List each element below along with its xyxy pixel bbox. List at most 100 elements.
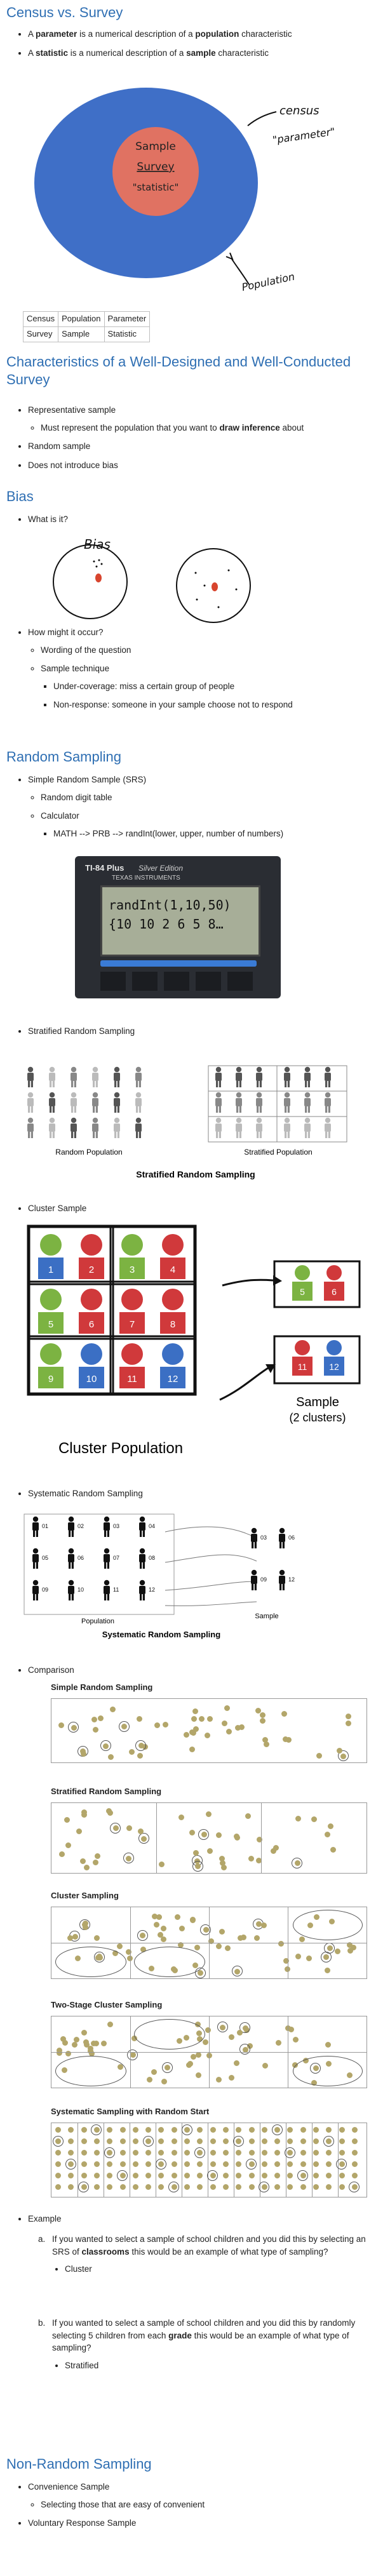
population-unit [192,1708,199,1715]
population-unit [174,1914,180,1920]
population-unit [253,1935,260,1941]
population-unit [158,2127,165,2133]
selected-unit-ring [239,2044,251,2055]
person-icon [325,1066,331,1087]
selected-unit-ring [161,2062,173,2073]
population-unit [339,2184,345,2190]
population-unit [190,2053,196,2060]
population-unit [261,2150,267,2156]
selected-unit-ring [200,1924,212,1935]
population-unit [184,2161,190,2167]
population-unit [248,2184,255,2190]
population-unit [76,1828,82,1834]
person-icon [304,1117,311,1138]
population-unit [107,2138,113,2144]
population-unit [299,1936,306,1942]
cluster-member-number: 6 [89,1319,94,1330]
population-unit [94,1853,100,1860]
population-unit [57,2048,62,2054]
population-unit [161,1926,167,1932]
population-unit [274,2173,281,2178]
selected-unit-ring [232,2135,244,2147]
sample-member-body [324,1282,344,1301]
parameter-definition: A parameter is a numerical description o… [28,28,390,41]
calculator-image: TI-84 Plus Silver Edition TEXAS INSTRUME… [75,856,281,998]
population-unit [248,2150,255,2156]
selected-unit-ring [91,2124,102,2135]
population-unit [107,2184,113,2190]
section-title-random-sampling: Random Sampling [6,749,121,765]
selected-unit-ring [104,2147,115,2158]
population-unit [68,2150,74,2156]
list-item: Must represent the population that you w… [41,422,390,434]
person-icon [71,1117,77,1138]
selected-unit-ring [168,2181,180,2192]
bias-list-bottom: How might it occur? Wording of the quest… [15,626,390,718]
person-icon [71,1066,77,1087]
cluster-member-number: 7 [130,1319,135,1330]
list-item: Cluster Sample [28,1202,390,1215]
population-unit [145,2127,152,2133]
population-unit [197,2161,203,2167]
list-item: Comparison [28,1664,390,1677]
table-cell: Population [58,311,105,327]
population-unit [206,1811,212,1817]
population-unit [216,1832,222,1838]
cluster-panel [51,1907,367,1979]
population-unit [126,1955,133,1962]
person-icon [114,1092,120,1113]
population-unit [171,2138,177,2144]
population-unit [339,2173,345,2178]
population-unit [83,1865,90,1871]
list-item: Calculator MATH --> PRB --> randInt(lowe… [41,810,390,840]
population-unit [206,1848,213,1855]
selected-unit-ring [198,1828,210,1840]
population-unit [351,1945,357,1951]
population-unit [283,1957,290,1964]
sample-member-head [326,1340,342,1355]
example-b-answer: Stratified [65,2359,375,2372]
list-item: Voluntary Response Sample [28,2517,390,2530]
example-list: Example [15,2213,390,2232]
selected-unit-ring [337,1750,349,1762]
population-unit [158,2184,165,2190]
cluster-member-head [162,1289,184,1310]
table-row: Census Population Parameter [22,311,151,327]
list-item: MATH --> PRB --> randInt(lower, upper, n… [53,828,390,840]
person-icon [284,1117,290,1138]
population-unit [222,2161,229,2167]
person-icon [135,1066,142,1087]
cluster-member-head [121,1343,143,1365]
population-unit [337,1747,343,1754]
calculator-edition: Silver Edition [138,864,184,873]
population-unit [229,2075,235,2081]
cluster-member-head [40,1343,62,1365]
population-unit [326,2150,332,2156]
population-unit [65,2050,71,2056]
population-unit [287,2127,293,2133]
calculator-function-keys [100,960,257,967]
population-unit [345,1714,351,1720]
population-person-icon [139,1548,145,1569]
population-unit [313,2138,319,2144]
stratum-divider [130,1907,131,1978]
population-unit [295,1954,302,1960]
population-person-icon [68,1580,74,1600]
person-icon [49,1092,55,1113]
parameter-note: "parameter" [272,125,336,146]
stratum-divider [209,1907,210,1978]
selected-unit-ring [217,2022,228,2033]
population-unit [335,1948,341,1954]
population-unit [313,2161,319,2167]
sample-member-body [324,1357,344,1376]
cluster-member-number: 12 [168,1374,178,1385]
selected-unit-ring [271,2124,283,2135]
comparison-title: Stratified Random Sampling [51,1787,162,1796]
population-unit [132,2184,138,2190]
population-unit [276,2040,282,2046]
population-unit [196,2072,202,2078]
cluster-sample-label: Sample [296,1395,339,1409]
selected-unit-ring [135,1740,147,1751]
population-unit [330,1847,337,1853]
